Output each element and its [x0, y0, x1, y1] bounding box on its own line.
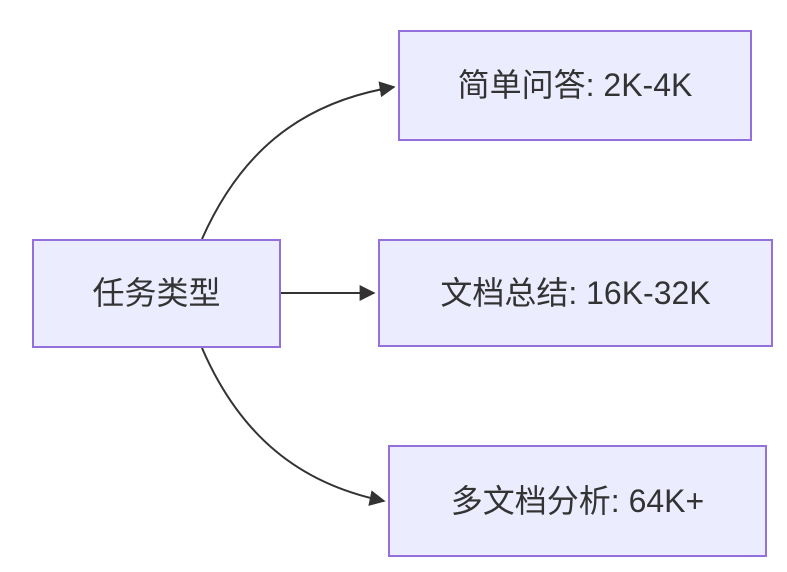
node-doc-summary-label: 文档总结: 16K-32K [440, 274, 711, 311]
node-task-type: 任务类型 [32, 239, 281, 348]
edge-task-type-to-multi-doc-analysis [201, 347, 386, 506]
node-simple-qa-label: 简单问答: 2K-4K [457, 67, 693, 104]
node-task-type-label: 任务类型 [92, 275, 221, 312]
node-doc-summary: 文档总结: 16K-32K [378, 239, 773, 347]
node-multi-doc-analysis: 多文档分析: 64K+ [388, 445, 767, 557]
node-multi-doc-analysis-label: 多文档分析: 64K+ [450, 482, 705, 519]
node-simple-qa: 简单问答: 2K-4K [398, 30, 752, 141]
edge-task-type-to-simple-qa [201, 81, 396, 240]
